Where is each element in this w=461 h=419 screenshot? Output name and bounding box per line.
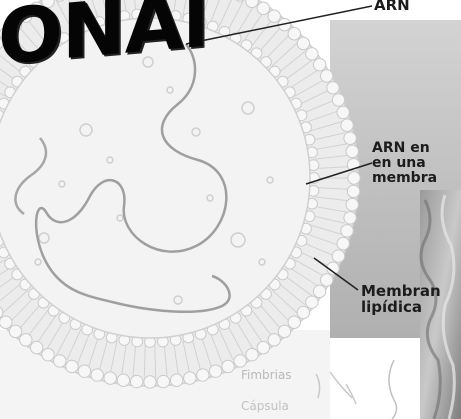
label-arn-membrane-line-3: membra [372,171,437,186]
lipid-head-outer [332,94,344,106]
lipid-head-outer [104,372,116,384]
lipid-head-outer [246,348,258,360]
lipid-head-outer [257,2,269,14]
lipid-head-outer [257,341,269,353]
lipid-head-outer [320,274,332,286]
lipid-head-outer [347,185,359,197]
lipid-head-outer [313,285,325,297]
lipid-head-outer [344,132,356,144]
label-arn-membrane-line-1: ARN en [372,141,437,156]
lipid-head-outer [337,106,349,118]
lipid-head-outer [346,198,358,210]
lipid-head-outer [346,145,358,157]
label-arn-membrane: ARN en en una membra [372,141,437,186]
lipid-head-outer [320,70,332,82]
lipid-head-outer [306,48,318,60]
lipid-head-outer [91,369,103,381]
lipid-head-outer [117,374,129,386]
lipid-head-outer [157,375,169,387]
lipid-head-outer [170,374,182,386]
lipid-head-outer [30,341,42,353]
lipid-head-outer [327,82,339,94]
lipid-head-outer [9,325,21,337]
lipid-head-outer [288,28,300,40]
lipid-head-outer [20,334,32,346]
lipid-head-outer [341,225,353,237]
lipid-head-outer [344,212,356,224]
lipid-head-outer [278,325,290,337]
lipid-head-outer [0,316,12,328]
label-arn-membrane-line-2: en una [372,156,437,171]
lipid-head-outer [184,372,196,384]
label-arn: ARN [374,0,410,13]
label-lipid-membrane-line-2: lipídica [361,299,441,315]
lipid-head-outer [78,365,90,377]
lipid-head-outer [197,369,209,381]
lipid-head-outer [341,119,353,131]
label-lipid-membrane-line-1: Membran [361,283,441,299]
lipid-head-outer [54,355,66,367]
lipid-head-outer [297,306,309,318]
lipid-head-outer [234,355,246,367]
lipid-head-outer [297,37,309,49]
lipid-head-outer [130,375,142,387]
label-capsula: Cápsula [241,399,289,413]
lipid-head-outer [348,172,360,184]
label-fimbrias: Fimbrias [241,368,292,382]
lipid-head-outer [144,376,156,388]
lipid-head-outer [246,0,258,8]
lipid-head-outer [66,360,78,372]
title-fragment: ONAl [0,0,208,76]
lipid-head-outer [222,360,234,372]
lipid-head-outer [332,250,344,262]
lipid-head-outer [268,10,280,22]
lipid-head-outer [288,316,300,328]
lipid-head-outer [268,334,280,346]
lipid-head-outer [313,58,325,70]
lipid-head-outer [209,365,221,377]
fimbria-hook-icon [389,360,397,419]
lipid-head-outer [42,348,54,360]
label-lipid-membrane: Membran lipídica [361,283,441,315]
lipid-head-outer [337,237,349,249]
lipid-head-outer [306,296,318,308]
